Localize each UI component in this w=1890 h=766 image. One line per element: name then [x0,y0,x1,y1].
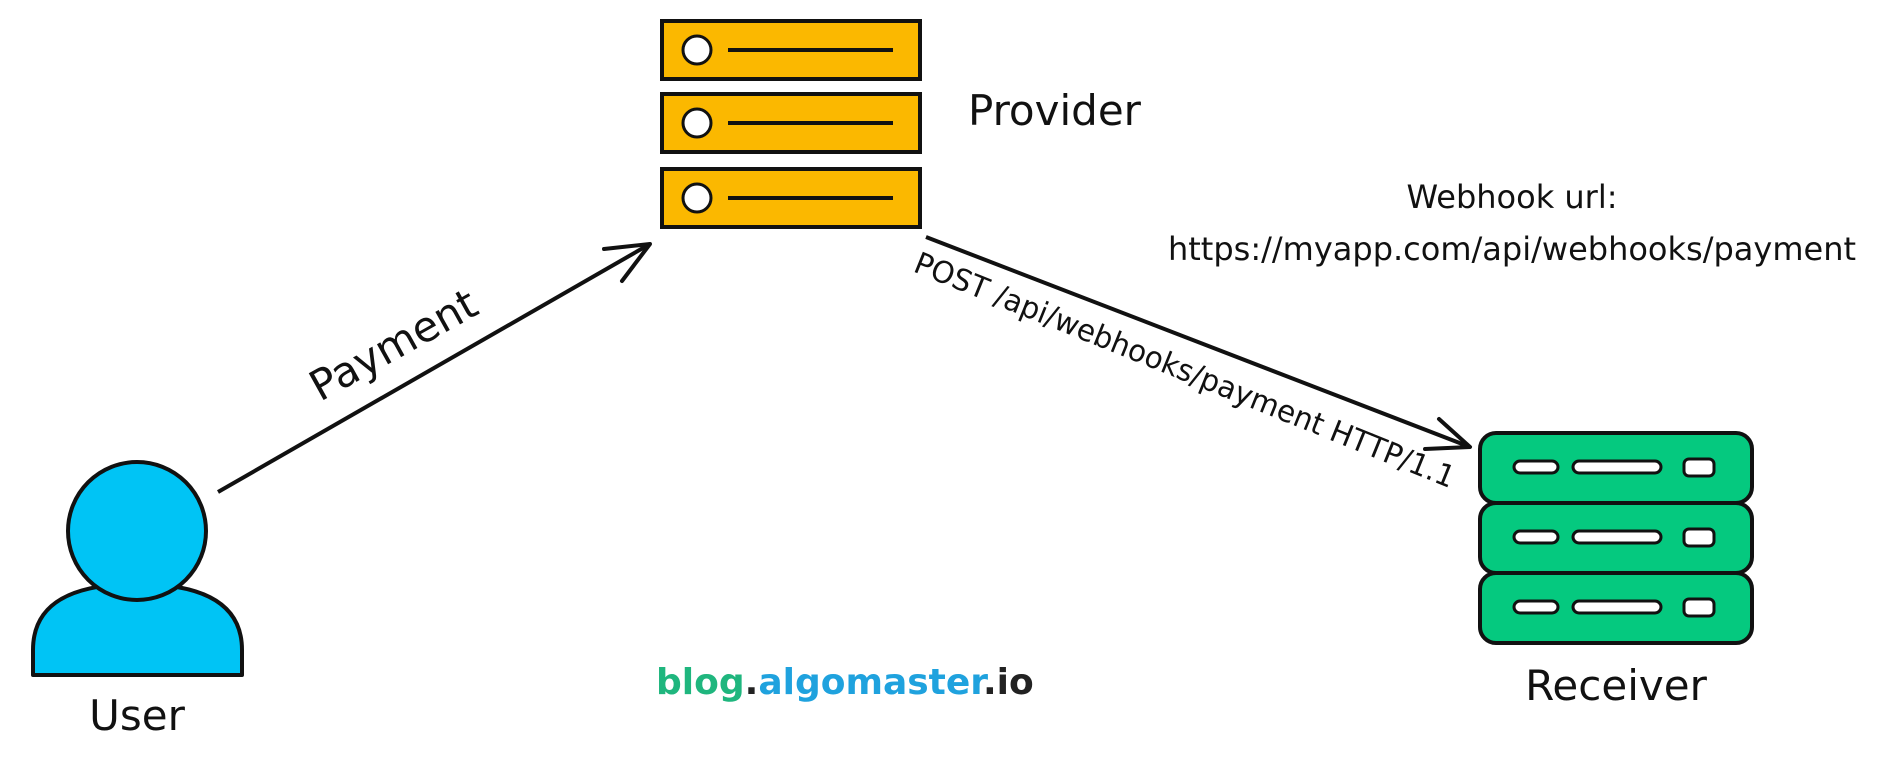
receiver-label: Receiver [1525,661,1707,710]
receiver-server-icon [1478,431,1754,645]
provider-server-icon [660,19,922,229]
user-icon [31,460,244,677]
brand-watermark: blog.algomaster.io [656,662,1034,703]
brand-part-io: io [997,662,1034,703]
payment-arrow [217,242,652,494]
webhook-url-title: Webhook url: [1406,178,1617,216]
receiver-server-unit [1478,501,1754,575]
provider-label: Provider [968,86,1142,135]
webhook-url-value: https://myapp.com/api/webhooks/payment [1168,230,1856,268]
webhook-arrow [925,235,1472,451]
webhook-arrow-label: POST /api/webhooks/payment HTTP/1.1 [909,246,1460,496]
receiver-server-unit [1478,431,1754,505]
brand-dot: . [983,662,997,703]
user-label: User [89,691,185,740]
provider-server-unit [660,92,922,154]
provider-server-unit [660,167,922,229]
provider-server-unit [660,19,922,81]
receiver-server-unit [1478,571,1754,645]
brand-dot: . [745,662,759,703]
brand-part-algomaster: algomaster [758,662,988,703]
brand-part-blog: blog [656,662,745,703]
